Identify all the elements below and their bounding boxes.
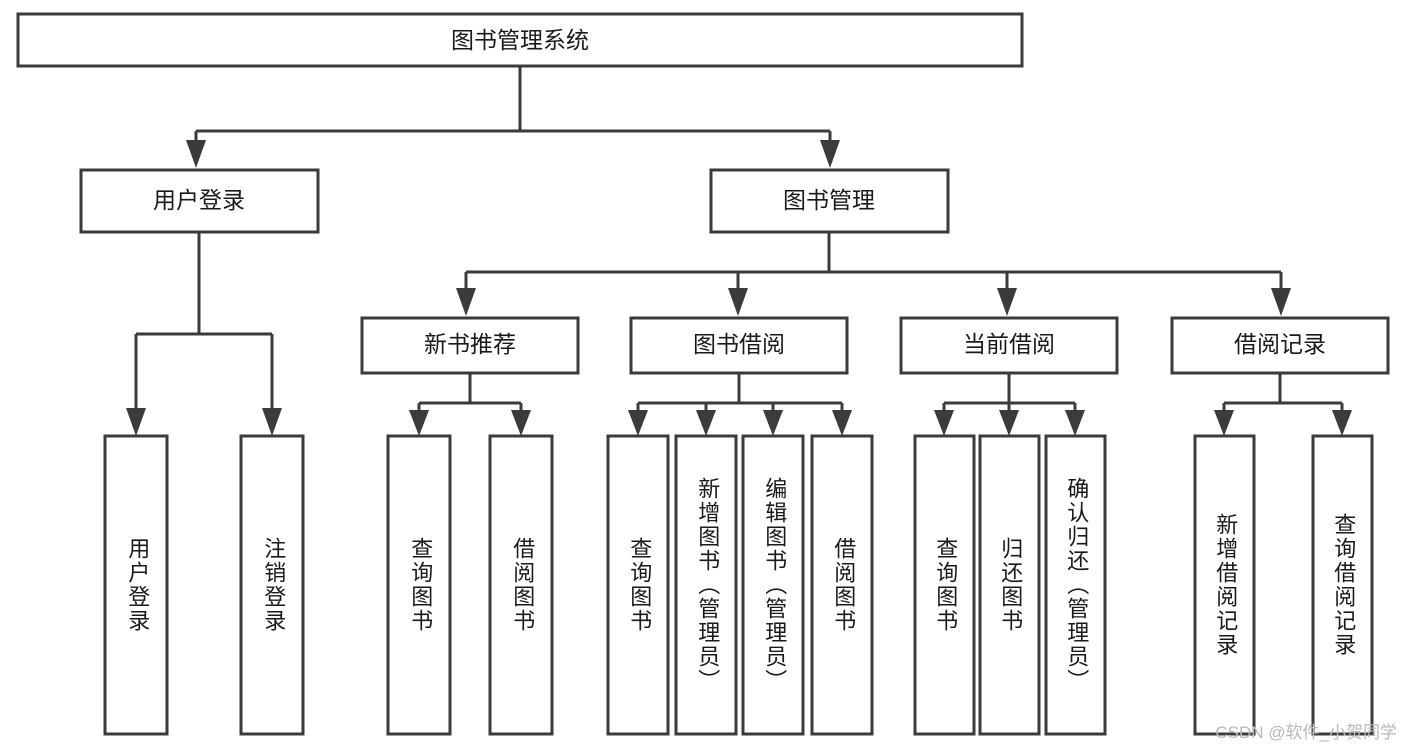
arrow-head-icon bbox=[696, 410, 716, 436]
node-current-borrow-label: 当前借阅 bbox=[963, 331, 1055, 357]
node-new-book-recommend-label: 新书推荐 bbox=[424, 331, 516, 357]
arrow-head-icon bbox=[628, 410, 648, 436]
leaf-user-login-1[interactable]: 注销登录 bbox=[239, 434, 305, 736]
node-user-login[interactable]: 用户登录 bbox=[79, 168, 320, 234]
leaf-user-login-0-box bbox=[103, 434, 169, 736]
leaf-user-login-0[interactable]: 用户登录 bbox=[103, 434, 169, 736]
leaf-new-book-recommend-1-label: 借阅图书 bbox=[510, 537, 535, 633]
node-borrow-record[interactable]: 借阅记录 bbox=[1170, 316, 1390, 375]
leaf-new-book-recommend-0-label: 查询图书 bbox=[408, 537, 433, 633]
leaf-current-borrow-1[interactable]: 归还图书 bbox=[978, 434, 1041, 736]
connector-user-login-to-leaves bbox=[126, 232, 282, 436]
arrow-head-icon bbox=[126, 408, 146, 436]
node-book-management-label: 图书管理 bbox=[783, 187, 875, 213]
arrow-head-icon bbox=[1065, 410, 1085, 436]
arrow-head-icon bbox=[820, 140, 840, 168]
arrow-head-icon bbox=[997, 288, 1017, 316]
arrow-head-icon bbox=[763, 410, 783, 436]
arrow-head-icon bbox=[728, 288, 748, 316]
node-borrow-record-label: 借阅记录 bbox=[1234, 331, 1326, 357]
connector-borrow-record-to-leaves bbox=[1214, 373, 1352, 436]
leaf-new-book-recommend-1-box bbox=[488, 434, 554, 736]
arrow-head-icon bbox=[409, 410, 429, 436]
leaf-book-borrow-3[interactable]: 借阅图书 bbox=[810, 434, 874, 736]
arrow-head-icon bbox=[186, 140, 206, 168]
leaf-borrow-record-0-box bbox=[1193, 434, 1256, 736]
arrow-head-icon bbox=[1271, 288, 1291, 316]
leaf-book-borrow-0[interactable]: 查询图书 bbox=[606, 434, 670, 736]
node-root-system[interactable]: 图书管理系统 bbox=[16, 12, 1024, 68]
leaf-book-borrow-1-box bbox=[674, 434, 738, 736]
leaf-book-borrow-2-label: 编辑图书（管理员） bbox=[762, 477, 787, 693]
arrow-head-icon bbox=[262, 408, 282, 436]
arrow-head-icon bbox=[456, 288, 476, 316]
leaf-book-borrow-3-box bbox=[810, 434, 874, 736]
leaf-book-borrow-1[interactable]: 新增图书（管理员） bbox=[674, 434, 738, 736]
connector-book-borrow-to-leaves bbox=[628, 373, 852, 436]
connector-new-book-recommend-to-leaves bbox=[409, 373, 531, 436]
arrow-head-icon bbox=[1332, 410, 1352, 436]
leaf-current-borrow-2-label: 确认归还（管理员） bbox=[1064, 477, 1089, 693]
node-user-login-label: 用户登录 bbox=[153, 187, 245, 213]
leaf-borrow-record-0-label: 新增借阅记录 bbox=[1213, 513, 1238, 657]
leaf-user-login-1-box bbox=[239, 434, 305, 736]
leaf-book-borrow-2-box bbox=[741, 434, 805, 736]
leaf-user-login-0-label: 用户登录 bbox=[125, 537, 150, 633]
leaf-book-borrow-1-label: 新增图书（管理员） bbox=[695, 477, 720, 693]
connector-current-borrow-to-leaves bbox=[934, 373, 1085, 436]
arrow-head-icon bbox=[999, 410, 1019, 436]
arrow-head-icon bbox=[511, 410, 531, 436]
connector-root-to-level2 bbox=[186, 66, 840, 168]
leaf-borrow-record-1[interactable]: 查询借阅记录 bbox=[1311, 434, 1374, 736]
node-book-borrow-label: 图书借阅 bbox=[693, 331, 785, 357]
leaf-book-borrow-0-box bbox=[606, 434, 670, 736]
leaf-book-borrow-0-label: 查询图书 bbox=[627, 537, 652, 633]
node-root-system-box bbox=[16, 12, 1024, 68]
leaf-current-borrow-0[interactable]: 查询图书 bbox=[913, 434, 976, 736]
arrow-head-icon bbox=[934, 410, 954, 436]
arrow-head-icon bbox=[1214, 410, 1234, 436]
leaf-book-borrow-2[interactable]: 编辑图书（管理员） bbox=[741, 434, 805, 736]
leaf-borrow-record-1-box bbox=[1311, 434, 1374, 736]
leaf-new-book-recommend-1[interactable]: 借阅图书 bbox=[488, 434, 554, 736]
arrow-head-icon bbox=[832, 410, 852, 436]
leaf-current-borrow-0-box bbox=[913, 434, 976, 736]
node-new-book-recommend[interactable]: 新书推荐 bbox=[360, 316, 580, 375]
node-book-management[interactable]: 图书管理 bbox=[709, 168, 950, 234]
leaf-borrow-record-0[interactable]: 新增借阅记录 bbox=[1193, 434, 1256, 736]
leaf-new-book-recommend-0-box bbox=[386, 434, 452, 736]
leaf-new-book-recommend-0[interactable]: 查询图书 bbox=[386, 434, 452, 736]
node-user-login-box bbox=[79, 168, 320, 234]
node-root-system-label: 图书管理系统 bbox=[451, 27, 589, 53]
node-new-book-recommend-box bbox=[360, 316, 580, 375]
node-current-borrow[interactable]: 当前借阅 bbox=[899, 316, 1119, 375]
leaf-book-borrow-3-label: 借阅图书 bbox=[831, 537, 856, 633]
leaf-current-borrow-2[interactable]: 确认归还（管理员） bbox=[1044, 434, 1107, 736]
leaf-current-borrow-1-label: 归还图书 bbox=[998, 537, 1023, 633]
node-current-borrow-box bbox=[899, 316, 1119, 375]
leaf-current-borrow-2-box bbox=[1044, 434, 1107, 736]
leaf-current-borrow-0-label: 查询图书 bbox=[933, 537, 958, 633]
node-book-borrow[interactable]: 图书借阅 bbox=[629, 316, 849, 375]
leaf-user-login-1-label: 注销登录 bbox=[261, 537, 286, 633]
leaf-borrow-record-1-label: 查询借阅记录 bbox=[1331, 513, 1356, 657]
connector-book-management-to-level3 bbox=[456, 232, 1291, 316]
leaf-current-borrow-1-box bbox=[978, 434, 1041, 736]
